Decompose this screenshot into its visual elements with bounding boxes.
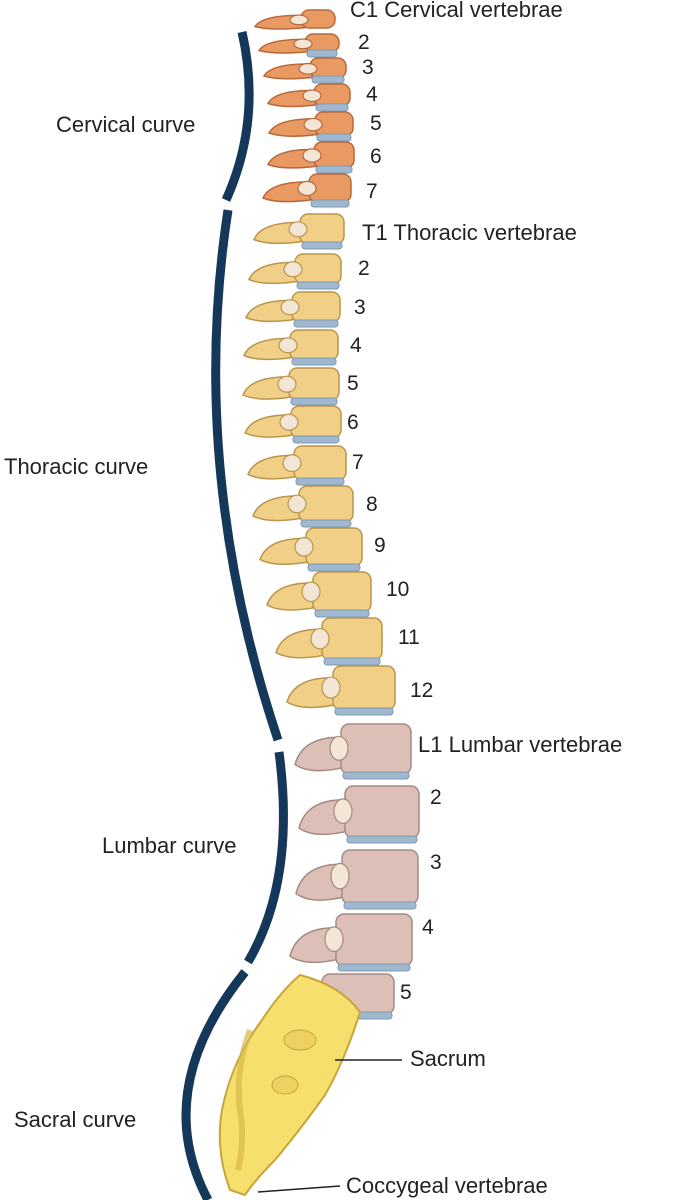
vertebral-body — [298, 485, 354, 523]
cervical-number: 3 — [362, 56, 374, 79]
sacrum-ridge — [235, 1028, 253, 1171]
intervertebral-disc — [307, 563, 361, 572]
facet-joint — [279, 413, 299, 431]
facet-joint — [321, 676, 341, 699]
thoracic-curve-label: Thoracic curve — [4, 454, 149, 479]
vertebral-body — [341, 849, 419, 905]
intervertebral-disc — [301, 241, 343, 250]
coccygeal-vertebrae-label: Coccygeal vertebrae — [346, 1173, 548, 1198]
facet-joint — [289, 14, 309, 26]
cervical-curve-line — [221, 31, 254, 202]
thoracic-curve-line — [211, 209, 283, 742]
facet-joint — [294, 537, 314, 557]
thoracic-vertebrae-label: T1 Thoracic vertebrae — [362, 220, 577, 245]
thoracic-number: 12 — [410, 679, 434, 702]
facet-joint — [277, 375, 297, 393]
facet-joint — [330, 862, 350, 890]
cervical-number: 4 — [366, 83, 378, 106]
cervical-number: 7 — [366, 180, 378, 203]
vertebral-body — [293, 445, 347, 481]
sacral-curve-label: Sacral curve — [14, 1107, 137, 1132]
thoracic-number: 3 — [354, 296, 366, 319]
vertebral-column — [242, 9, 420, 1020]
intervertebral-disc — [337, 963, 411, 972]
intervertebral-disc — [334, 707, 394, 716]
thoracic-number: 2 — [358, 257, 370, 280]
thoracic-number: 9 — [374, 534, 386, 557]
facet-joint — [324, 926, 344, 953]
lumbar-number: 2 — [430, 786, 442, 809]
facet-joint — [303, 117, 323, 132]
sacrum-label: Sacrum — [410, 1046, 486, 1071]
intervertebral-disc — [295, 477, 345, 486]
intervertebral-disc — [343, 901, 417, 910]
thoracic-number: 7 — [352, 451, 364, 474]
thoracic-number: 11 — [398, 626, 420, 649]
lumbar-curve-line — [244, 751, 288, 965]
thoracic-number: 8 — [366, 493, 378, 516]
lumbar-number: 4 — [422, 916, 434, 939]
facet-joint — [329, 735, 349, 761]
intervertebral-disc — [342, 771, 410, 780]
intervertebral-disc — [311, 75, 345, 84]
intervertebral-disc — [290, 397, 338, 406]
facet-joint — [310, 627, 330, 650]
coccyx-leader-line — [257, 1185, 341, 1193]
intervertebral-disc — [315, 165, 353, 174]
vertebral-body — [305, 527, 363, 567]
intervertebral-disc — [314, 609, 370, 618]
vertebral-body — [312, 571, 372, 613]
lumbar-vertebrae-label: L1 Lumbar vertebrae — [418, 732, 623, 757]
facet-joint — [283, 261, 303, 278]
vertebral-body — [344, 785, 420, 839]
facet-joint — [287, 494, 307, 514]
facet-joint — [333, 798, 353, 825]
lumbar-number: 3 — [430, 851, 442, 874]
lumbar-number: 5 — [400, 981, 412, 1004]
thoracic-number: 6 — [347, 411, 359, 434]
vertebral-body — [335, 913, 413, 967]
facet-joint — [298, 62, 318, 75]
intervertebral-disc — [300, 519, 352, 528]
intervertebral-disc — [323, 657, 381, 666]
intervertebral-disc — [292, 435, 340, 444]
facet-joint — [293, 38, 313, 50]
cervical-number: 6 — [370, 145, 382, 168]
facet-joint — [302, 148, 322, 163]
facet-joint — [288, 221, 308, 238]
facet-joint — [282, 454, 302, 473]
intervertebral-disc — [296, 281, 340, 290]
intervertebral-disc — [346, 835, 418, 844]
intervertebral-disc — [293, 319, 339, 328]
intervertebral-disc — [316, 133, 352, 142]
sacrum-foramen — [271, 1075, 299, 1095]
thoracic-number: 5 — [347, 372, 359, 395]
cervical-number: 5 — [370, 112, 382, 135]
intervertebral-disc — [315, 103, 349, 112]
sacral-curve-line — [181, 969, 249, 1200]
intervertebral-disc — [310, 199, 350, 208]
cervical-vertebrae-label: C1 Cervical vertebrae — [350, 0, 563, 22]
facet-joint — [278, 337, 298, 354]
facet-joint — [302, 89, 322, 103]
lumbar-curve-label: Lumbar curve — [102, 833, 237, 858]
thoracic-number: 4 — [350, 334, 362, 357]
vertebral-body — [321, 617, 383, 661]
intervertebral-disc — [291, 357, 337, 366]
sacrum-foramen — [283, 1029, 317, 1051]
facet-joint — [301, 581, 321, 603]
thoracic-number: 10 — [386, 578, 410, 601]
cervical-number: 2 — [358, 31, 370, 54]
cervical-curve-label: Cervical curve — [56, 112, 196, 137]
facet-joint — [297, 180, 317, 197]
facet-joint — [280, 299, 300, 316]
intervertebral-disc — [306, 49, 338, 58]
vertebral-body — [340, 723, 412, 775]
vertebral-body — [332, 665, 396, 711]
